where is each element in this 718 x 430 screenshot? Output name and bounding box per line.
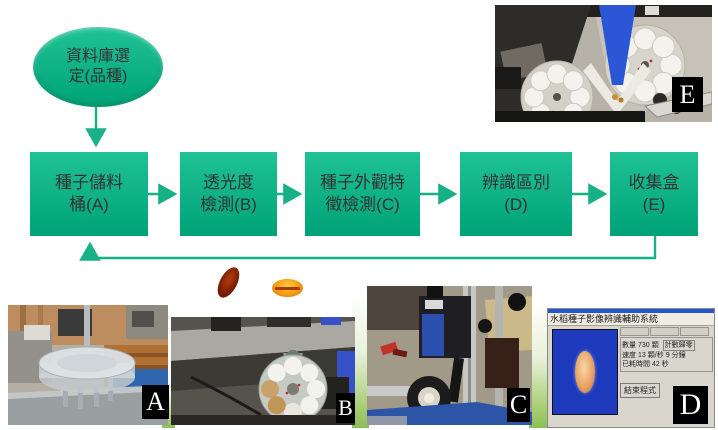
flowchart-box-appearance: 種子外觀特 徵檢測(C)	[305, 152, 420, 236]
qty-unit: 顆	[651, 342, 659, 349]
blue-belt	[599, 5, 636, 85]
grass-gap-2	[352, 292, 369, 428]
flowchart-start-ellipse: 資料庫選 定(品種)	[33, 27, 163, 107]
box-e-line2: (E)	[642, 195, 666, 214]
flowchart-box-collect: 收集盒 (E)	[610, 152, 698, 236]
photo-b-label: B	[336, 393, 355, 423]
red-clamp	[380, 341, 408, 358]
tab-chip	[620, 327, 649, 336]
end-program-button: 結束程式	[620, 383, 660, 398]
speed-unit: 顆/秒	[647, 352, 664, 359]
center-pole	[84, 305, 90, 363]
tab-chip	[650, 327, 679, 336]
photo-a-graphic	[8, 305, 168, 425]
seed-photo	[575, 351, 595, 393]
seed-image-panel	[552, 329, 618, 415]
time-value: 9	[665, 352, 670, 359]
side-box	[485, 338, 519, 388]
orange-seed-image	[272, 279, 303, 297]
cable	[190, 375, 262, 417]
qty-value: 730	[638, 342, 650, 349]
white-v-guide	[583, 63, 651, 115]
time-unit: 分鐘	[671, 352, 686, 359]
photo-b-graphic	[171, 317, 355, 425]
grass-gap-3	[529, 300, 549, 428]
photo-d-label: D	[673, 386, 708, 424]
box-c-line1: 種子外觀特	[320, 173, 405, 192]
black-arm	[447, 357, 465, 403]
photo-b-transmittance-unit: B	[171, 317, 355, 425]
seed-streak	[275, 287, 300, 290]
arrow-feedback-e-to-a	[79, 236, 657, 261]
box-e-line1: 收集盒	[628, 173, 680, 192]
start-ellipse-line1: 資料庫選	[65, 48, 130, 65]
flowchart-box-identify: 辨識區別 (D)	[460, 152, 572, 236]
rotary-disc	[258, 350, 328, 424]
photo-e-sorting-machine: E	[495, 5, 713, 134]
elapsed-label: 已耗時間	[622, 361, 650, 368]
box-c-line2: 徵檢測(C)	[325, 195, 400, 214]
box-b-line1: 透光度	[203, 173, 254, 192]
tab-row	[620, 327, 713, 336]
box-d-line1: 辨識區別	[482, 173, 550, 192]
speed-label: 速度	[622, 352, 636, 359]
photo-a-seed-hopper: A	[8, 305, 169, 425]
photo-c-camera-rig: C	[367, 286, 532, 425]
flowchart-box-seed-hopper: 種子儲料 桶(A)	[30, 152, 148, 236]
box-b-line2: 檢測(B)	[200, 195, 257, 214]
bottom-dark-strip	[495, 111, 645, 122]
camera	[419, 286, 471, 358]
photo-a-label: A	[142, 385, 169, 419]
qty-label: 數量	[622, 342, 636, 349]
elapsed-value: 42	[652, 361, 660, 368]
box-d-line2: (D)	[504, 195, 528, 214]
photo-c-graphic	[367, 286, 532, 425]
box-a-line2: 桶(A)	[69, 195, 109, 214]
start-ellipse-line2: 定(品種)	[68, 68, 128, 85]
tab-chip	[680, 327, 709, 336]
blue-base	[367, 402, 532, 425]
reset-count-button: 計數歸零	[662, 340, 695, 351]
window-titlebar	[548, 309, 714, 313]
window-title: 水稻種子影像辨識輔助系統	[548, 313, 714, 326]
acrylic-carousel	[38, 346, 136, 393]
speed-value: 13	[638, 352, 646, 359]
dark-seed-image	[213, 263, 244, 302]
elapsed-unit: 秒	[661, 361, 669, 368]
box-a-line1: 種子儲料	[55, 173, 123, 192]
flowchart-box-transmittance: 透光度 檢測(B)	[180, 152, 277, 236]
photo-c-label: C	[507, 388, 530, 422]
photo-e-label: E	[672, 77, 703, 112]
